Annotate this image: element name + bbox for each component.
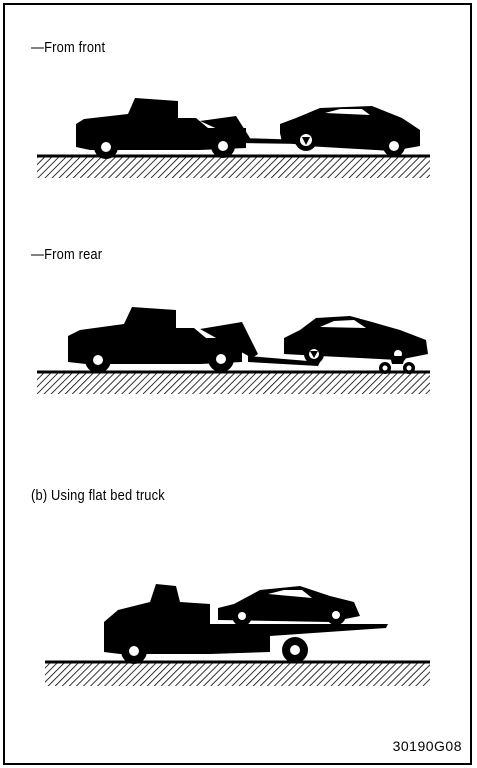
- ground-hatching: [37, 156, 430, 178]
- tow-from-rear-illustration: [0, 296, 477, 406]
- ground-hatching: [45, 662, 430, 686]
- caption-from-rear: —From rear: [31, 246, 102, 263]
- towed-car-silhouette: [284, 316, 428, 364]
- tow-truck-silhouette: [76, 98, 305, 159]
- carried-car-silhouette: [218, 586, 360, 626]
- caption-from-front: —From front: [31, 39, 105, 56]
- flat-bed-truck-illustration: [0, 578, 477, 698]
- tow-truck-silhouette: [68, 307, 320, 373]
- towed-car-silhouette: [280, 106, 420, 157]
- ground-hatching: [37, 372, 430, 394]
- tow-from-front-illustration: [0, 88, 477, 188]
- caption-flat-bed-truck: (b) Using flat bed truck: [31, 487, 165, 504]
- figure-id-label: 30190G08: [393, 738, 462, 754]
